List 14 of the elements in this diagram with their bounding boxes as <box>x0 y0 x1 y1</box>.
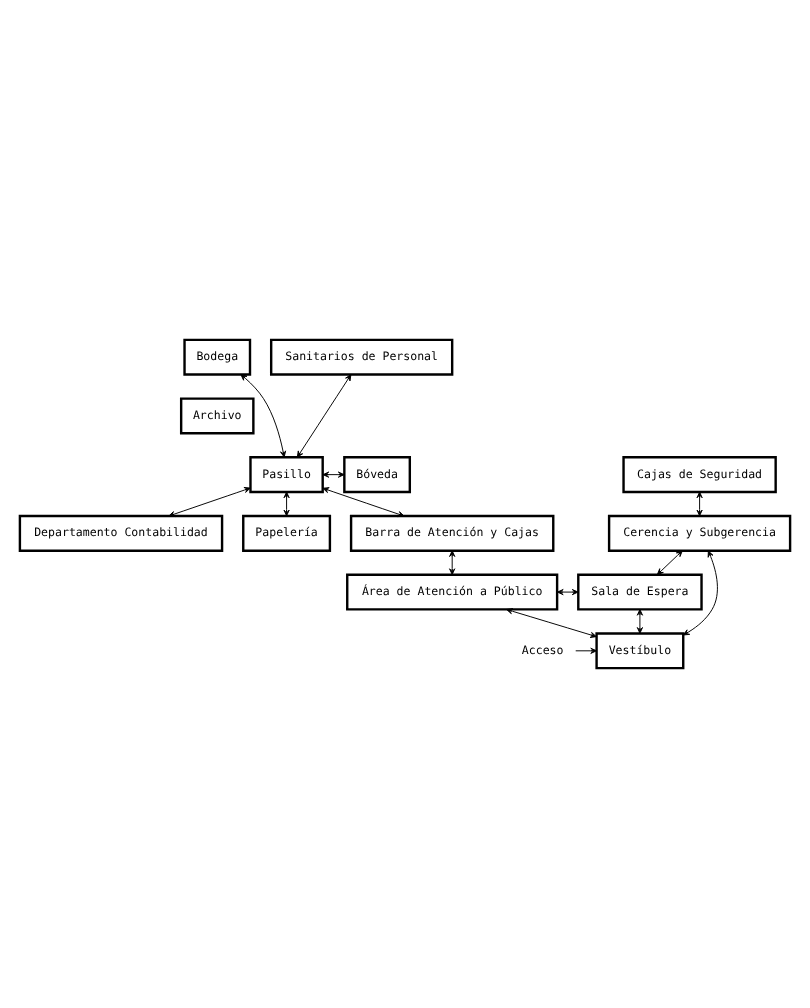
arrow <box>322 487 405 518</box>
arrow <box>575 647 597 654</box>
arrow <box>682 550 718 636</box>
arrow <box>283 491 290 517</box>
arrow <box>449 550 456 575</box>
arrow <box>506 608 597 638</box>
arrow <box>168 487 251 518</box>
arrow <box>636 609 643 634</box>
arrow <box>240 374 287 458</box>
arrow <box>296 374 352 458</box>
arrow <box>322 471 345 478</box>
arrow <box>696 491 703 517</box>
arrow <box>656 550 683 575</box>
arrow <box>556 589 579 596</box>
